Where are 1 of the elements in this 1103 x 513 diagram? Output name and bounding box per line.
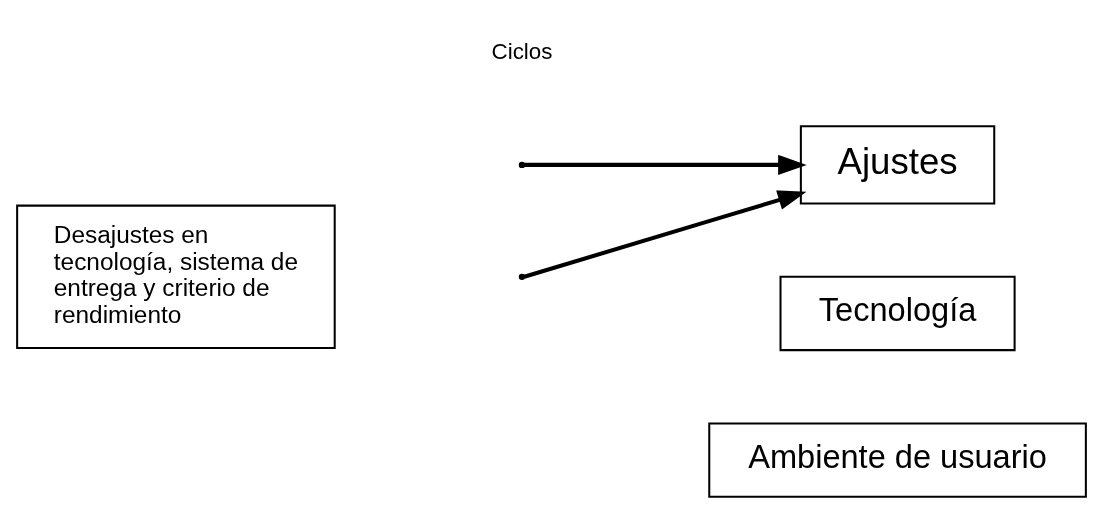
label: Ciclos — [491, 38, 553, 64]
